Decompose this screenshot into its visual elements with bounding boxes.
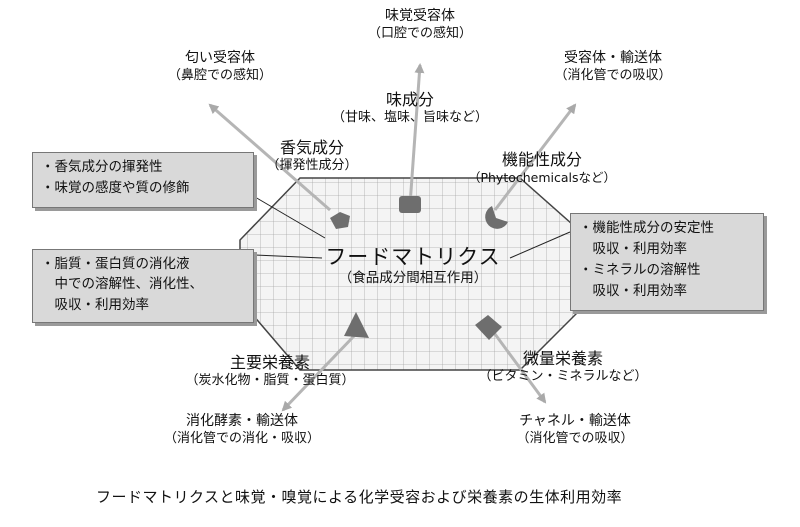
taste-shape (399, 196, 421, 213)
digestive-sub: （消化管での消化・吸収） (163, 430, 320, 446)
figure-caption: フードマトリクスと味覚・嗅覚による化学受容および栄養素の生体利用効率 (96, 488, 623, 506)
lipid-note-box: ・脂質・蛋白質の消化液 中での溶解性、消化性、 吸収・利用効率 (32, 249, 254, 323)
arrow-to-channel (490, 329, 547, 404)
channel-sub: （消化管での吸収） (516, 430, 634, 446)
aroma-note-line: ・味覚の感度や質の修飾 (41, 179, 190, 196)
matrix-shapes (330, 196, 508, 340)
aroma-note-box: ・香気成分の揮発性 ・味覚の感度や質の修飾 (32, 152, 254, 208)
channel-receptor: チャネル・輸送体 （消化管での吸収） (490, 413, 660, 447)
aroma-component: 香気成分 （揮発性成分） (262, 138, 362, 174)
box-connectors (254, 196, 571, 259)
gustatory-sub: （口腔での感知） (367, 25, 472, 41)
food-matrix-title: フードマトリクス (325, 245, 501, 269)
arrow-to-digestive (281, 333, 357, 412)
taste-component: 味成分 （甘味、塩味、旨味など） (320, 90, 500, 126)
aroma-sub: （揮発性成分） (266, 158, 358, 173)
functional-note-box: ・機能性成分の安定性 吸収・利用効率 ・ミネラルの溶解性 吸収・利用効率 (570, 213, 764, 311)
taste-title: 味成分 (385, 90, 434, 109)
food-matrix-subtitle: （食品成分間相互作用） (338, 270, 488, 287)
micro-title: 微量栄養素 (522, 349, 603, 368)
transport-receptor-top: 受容体・輸送体 （消化管での吸収） (528, 50, 698, 84)
micro-sub: （ビタミン・ミネラルなど） (478, 369, 648, 384)
lipid-note-line: 吸収・利用効率 (41, 296, 149, 313)
aroma-shape (330, 212, 350, 229)
digestive-title: 消化酵素・輸送体 (186, 413, 298, 429)
taste-sub: （甘味、塩味、旨味など） (331, 110, 488, 125)
olfactory-sub: （鼻腔での感知） (167, 67, 272, 83)
micro-component: 微量栄養素 （ビタミン・ミネラルなど） (468, 349, 658, 385)
functional-note-line: ・機能性成分の安定性 (579, 220, 714, 236)
functional-shape (485, 206, 508, 229)
aroma-title: 香気成分 (279, 138, 344, 157)
functional-note-line: 吸収・利用効率 (579, 282, 687, 299)
macro-sub: （炭水化物・脂質・蛋白質） (185, 373, 355, 388)
transport-top-title: 受容体・輸送体 (564, 50, 662, 66)
gustatory-title: 味覚受容体 (385, 8, 455, 24)
digestive-receptor: 消化酵素・輸送体 （消化管での消化・吸収） (152, 413, 332, 447)
lipid-note-line: ・脂質・蛋白質の消化液 (41, 256, 190, 272)
aroma-note-line: ・香気成分の揮発性 (41, 159, 163, 175)
arrow-to-olfactory (208, 103, 331, 212)
channel-title: チャネル・輸送体 (519, 413, 631, 429)
functional-component: 機能性成分 （Phytochemicalsなど） (452, 150, 632, 186)
gustatory-receptor: 味覚受容体 （口腔での感知） (345, 8, 495, 42)
olfactory-receptor: 匂い受容体 （鼻腔での感知） (150, 50, 290, 84)
functional-note-line: ・ミネラルの溶解性 (579, 261, 701, 278)
macro-title: 主要栄養素 (229, 353, 310, 372)
transport-top-sub: （消化管での吸収） (554, 67, 672, 83)
functional-note-line: 吸収・利用効率 (579, 240, 687, 257)
arrow-to-transport-top (493, 103, 577, 211)
micro-shape (475, 315, 502, 340)
macro-component: 主要栄養素 （炭水化物・脂質・蛋白質） (175, 353, 365, 389)
functional-title: 機能性成分 (501, 150, 582, 169)
food-matrix-label: フードマトリクス （食品成分間相互作用） (318, 244, 508, 287)
macro-shape (344, 312, 369, 338)
arrow-to-gustatory (408, 63, 425, 206)
lipid-note-line: 中での溶解性、消化性、 (41, 276, 203, 293)
arrows (208, 63, 577, 412)
olfactory-title: 匂い受容体 (185, 50, 255, 66)
functional-sub: （Phytochemicalsなど） (467, 170, 617, 185)
